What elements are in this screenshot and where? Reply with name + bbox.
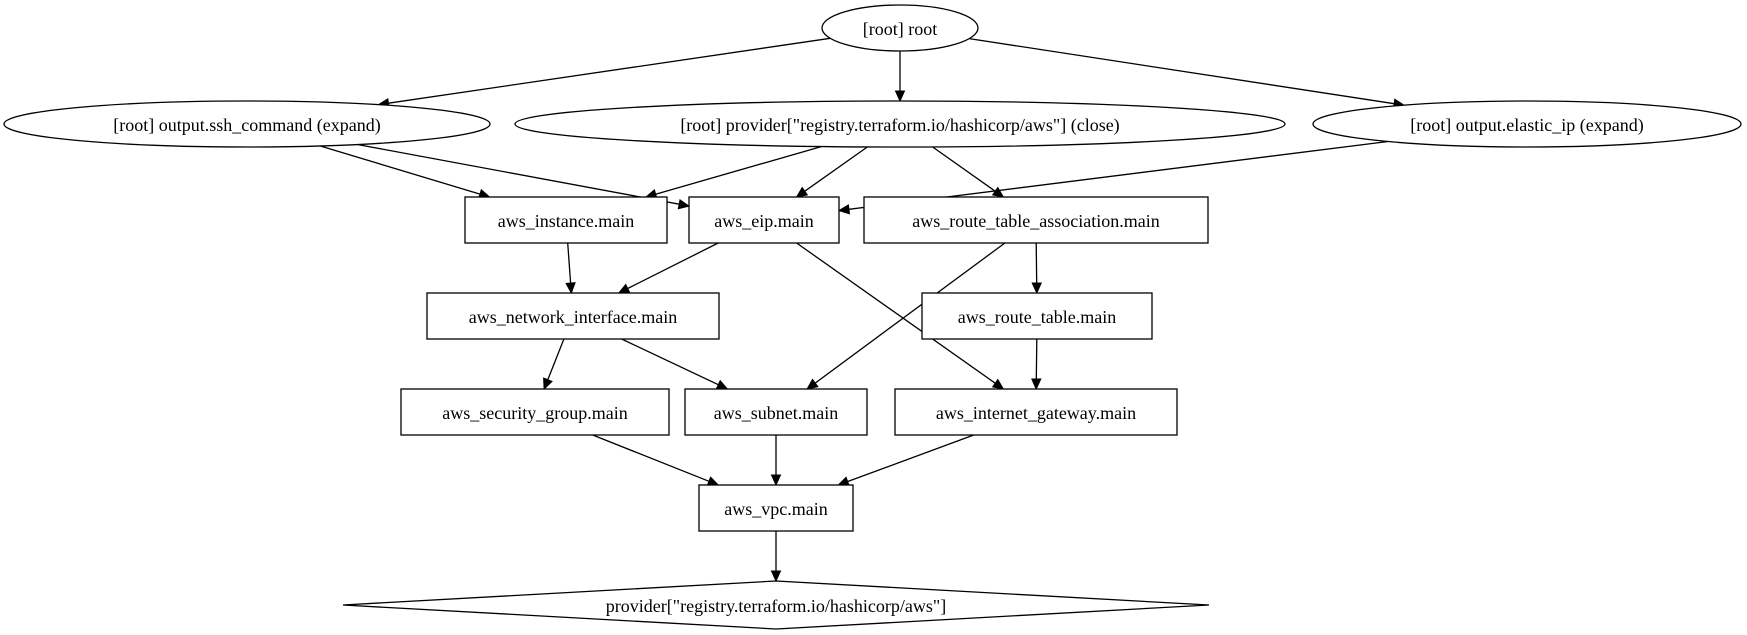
node-eni: aws_network_interface.main (426, 292, 720, 340)
arrowhead-icon (894, 90, 906, 103)
edge-root-to-out-eip (969, 37, 1406, 109)
edge-line (1035, 242, 1038, 284)
edge-line (621, 338, 719, 386)
edge-igw-to-vpc (837, 434, 974, 487)
node-box (426, 292, 720, 340)
edge-rta-to-rt (1031, 242, 1042, 295)
arrowhead-icon (770, 570, 782, 583)
node-label: [root] output.ssh_command (expand) (113, 115, 380, 136)
edge-line (847, 434, 974, 483)
node-rt: aws_route_table.main (921, 292, 1153, 340)
node-rta: aws_route_table_association.main (863, 196, 1209, 244)
node-prov-close: [root] provider["registry.terraform.io/h… (514, 100, 1286, 148)
edge-eip-to-igw (796, 242, 1005, 390)
edge-eip-to-eni (617, 242, 719, 294)
node-label: aws_eip.main (714, 211, 813, 231)
node-root: [root] root (821, 4, 979, 52)
edge-root-to-prov-close (894, 51, 906, 103)
arrowhead-icon (706, 476, 720, 487)
edge-sg-to-vpc (592, 434, 720, 487)
node-diamond (342, 580, 1210, 630)
node-label: aws_route_table.main (958, 307, 1116, 327)
arrowhead-icon (543, 377, 553, 391)
edge-eni-to-subnet (621, 338, 729, 390)
arrowhead-icon (991, 378, 1005, 390)
edge-prov-close-to-instance (644, 145, 822, 200)
node-instance: aws_instance.main (464, 196, 668, 244)
edge-line (319, 145, 481, 195)
arrowhead-icon (837, 204, 851, 215)
edge-prov-close-to-eip (795, 146, 868, 198)
node-label: [root] provider["registry.terraform.io/h… (680, 115, 1119, 136)
node-label: aws_network_interface.main (469, 307, 677, 327)
node-box (684, 388, 868, 436)
edge-line (969, 37, 1395, 105)
arrowhead-icon (770, 474, 782, 487)
node-ellipse (1312, 100, 1742, 148)
edge-line (796, 242, 996, 384)
arrowhead-icon (795, 186, 809, 198)
node-label: aws_vpc.main (724, 499, 827, 519)
edge-vpc-to-provider (770, 531, 782, 583)
node-ellipse (3, 100, 491, 148)
edge-subnet-to-vpc (770, 435, 782, 487)
edge-line (814, 242, 1006, 384)
node-label: aws_route_table_association.main (912, 211, 1159, 231)
node-box (400, 388, 670, 436)
arrowhead-icon (991, 186, 1005, 198)
node-subnet: aws_subnet.main (684, 388, 868, 436)
node-label: [root] root (863, 19, 937, 39)
arrowhead-icon (565, 282, 576, 295)
edge-line (592, 434, 710, 482)
node-vpc: aws_vpc.main (698, 484, 854, 532)
edge-line (932, 146, 996, 192)
edge-line (804, 146, 868, 192)
nodes-layer: [root] root [root] output.ssh_command (ex… (3, 4, 1742, 630)
node-box (863, 196, 1209, 244)
node-label: aws_security_group.main (442, 403, 627, 423)
arrowhead-icon (617, 283, 631, 294)
edge-line (567, 242, 572, 284)
edge-line (655, 145, 822, 195)
edge-instance-to-eni (565, 242, 576, 295)
node-ellipse (821, 4, 979, 52)
node-box (921, 292, 1153, 340)
arrowhead-icon (715, 379, 729, 390)
node-out-eip: [root] output.elastic_ip (expand) (1312, 100, 1742, 148)
node-box (464, 196, 668, 244)
edge-rta-to-subnet (806, 242, 1006, 390)
node-eip: aws_eip.main (688, 196, 840, 244)
arrowhead-icon (806, 378, 819, 390)
node-label: aws_subnet.main (714, 403, 838, 423)
edge-line (547, 338, 565, 380)
node-box (894, 388, 1178, 436)
node-ellipse (514, 100, 1286, 148)
node-igw: aws_internet_gateway.main (894, 388, 1178, 436)
arrowhead-icon (1031, 378, 1042, 391)
edge-eni-to-sg (543, 338, 565, 391)
node-sg: aws_security_group.main (400, 388, 670, 436)
arrowhead-icon (677, 198, 691, 210)
edge-rt-to-igw (1031, 338, 1042, 391)
edge-line (357, 143, 680, 205)
arrowhead-icon (1031, 282, 1042, 295)
edge-root-to-out-ssh (377, 37, 831, 109)
node-label: provider["registry.terraform.io/hashicor… (606, 596, 946, 616)
edge-prov-close-to-rta (932, 146, 1005, 198)
edge-line (1035, 338, 1038, 380)
node-label: aws_internet_gateway.main (936, 403, 1136, 423)
edge-line (627, 242, 719, 290)
node-box (688, 196, 840, 244)
node-out-ssh: [root] output.ssh_command (expand) (3, 100, 491, 148)
node-label: [root] output.elastic_ip (expand) (1410, 115, 1643, 136)
node-box (698, 484, 854, 532)
node-label: aws_instance.main (498, 211, 634, 231)
edge-out-ssh-to-eip (357, 143, 691, 210)
node-provider: provider["registry.terraform.io/hashicor… (342, 580, 1210, 630)
edge-line (388, 37, 831, 104)
